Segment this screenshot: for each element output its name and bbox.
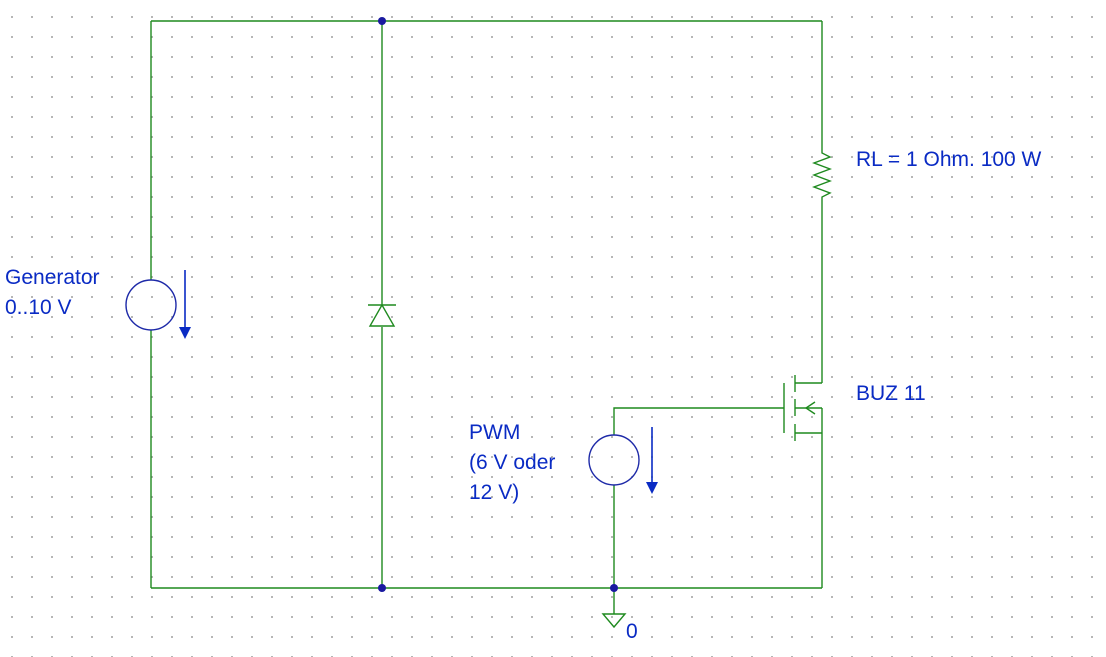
generator-arrow-head — [179, 327, 191, 339]
junctions — [378, 17, 618, 592]
pwm-name-label: PWM — [469, 421, 521, 444]
ground-triangle — [601, 613, 627, 629]
transistor-label: BUZ 11 — [856, 382, 926, 405]
pwm-arrow-head — [646, 482, 658, 494]
load-resistor-label: RL = 1 Ohm. 100 W — [856, 148, 1042, 171]
wires — [150, 20, 823, 614]
junction-bottom-diode — [378, 584, 386, 592]
pwm-voltage-label-line2: 12 V) — [469, 481, 520, 504]
mosfet — [783, 375, 823, 441]
junction-top — [378, 17, 386, 25]
junction-bottom-pwm — [610, 584, 618, 592]
diode — [368, 303, 396, 327]
resistor-zigzag — [812, 148, 832, 202]
generator-name-label: Generator — [5, 266, 100, 289]
pwm-source — [588, 427, 658, 494]
pwm-voltage-label-line1: (6 V oder — [469, 451, 556, 474]
diode-triangle — [368, 303, 396, 327]
ground-label: 0 — [626, 620, 638, 643]
wire-pwm-to-gate — [613, 407, 784, 435]
generator-value-label: 0..10 V — [5, 296, 72, 319]
ground-symbol — [601, 613, 627, 629]
generator-circle — [125, 279, 177, 331]
generator-source — [125, 270, 191, 339]
mosfet-arrow — [804, 401, 816, 415]
pwm-circle — [588, 434, 640, 486]
resistor-rl — [812, 148, 832, 202]
